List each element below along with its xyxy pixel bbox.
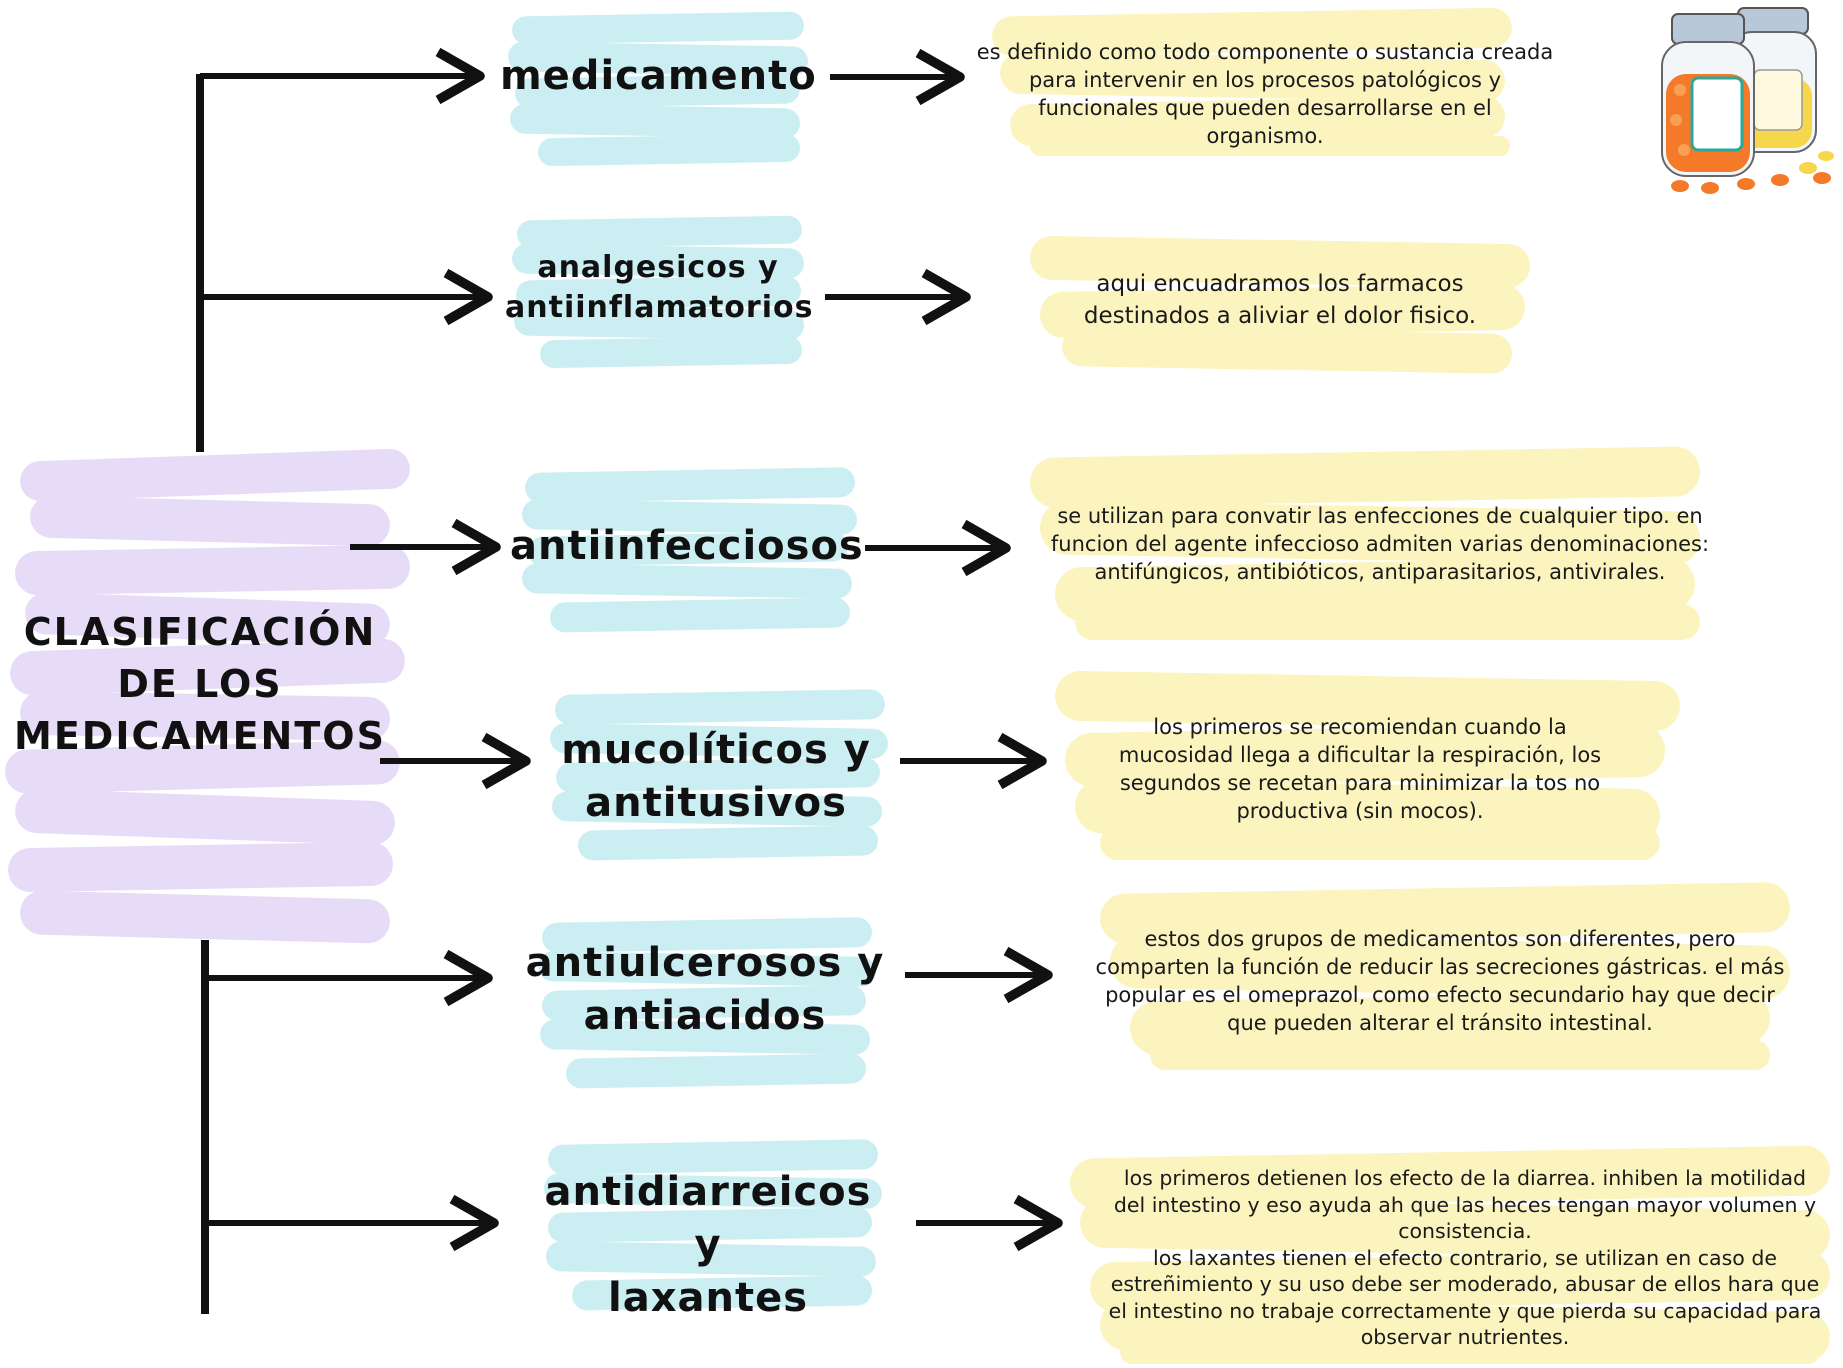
category-label-antiinfecciosos: antiinfecciosos [510, 523, 864, 569]
description-medicamento: es definido como todo componente o susta… [976, 40, 1554, 148]
highlight-mucoliticos [550, 689, 888, 861]
description-antidiarreicos: los primeros detienen los efecto de la d… [1108, 1166, 1822, 1349]
description-analgesicos: aqui encuadramos los farmacos destinados… [1083, 271, 1477, 329]
highlight-antiulcerosos [538, 917, 876, 1089]
category-label-medicamento: medicamento [500, 53, 817, 99]
description-mucoliticos: los primeros se recomiendan cuando la mu… [1118, 715, 1602, 823]
category-highlights [508, 11, 888, 1311]
desc-highlight-2 [1030, 236, 1530, 374]
connectors [196, 74, 209, 1314]
highlight-antiinfecciosos [522, 467, 857, 633]
description-highlights [992, 7, 1830, 1364]
desc-highlight-3 [1030, 446, 1700, 640]
highlight-antidiarreicos [544, 1139, 882, 1311]
root-highlight [5, 448, 410, 944]
description-antiulcerosos: estos dos grupos de medicamentos son dif… [1095, 927, 1785, 1035]
pill-bottles-icon [1661, 7, 1834, 194]
highlight-analgesicos [512, 215, 804, 369]
category-label-analgesicos: analgesicos y antiinflamatorios [505, 250, 814, 325]
category-label-antiulcerosos: antiulcerosos y antiacidos [525, 940, 885, 1039]
root-title: CLASIFICACIÓN DE LOS MEDICAMENTOS [14, 610, 386, 758]
desc-highlight-6 [1070, 1145, 1830, 1364]
description-arrows [825, 48, 1063, 1252]
highlight-medicamento [508, 11, 808, 167]
desc-highlight-4 [1055, 670, 1680, 860]
desc-highlight-1 [992, 7, 1512, 156]
description-antiinfecciosos: se utilizan para convatir las enfeccione… [1050, 504, 1710, 584]
category-label-antidiarreicos: antidiarreicos y laxantes [544, 1169, 872, 1321]
category-label-mucoliticos: mucolíticos y antitusivos [561, 727, 871, 826]
desc-highlight-5 [1100, 882, 1790, 1070]
branch-arrows [200, 47, 531, 1252]
